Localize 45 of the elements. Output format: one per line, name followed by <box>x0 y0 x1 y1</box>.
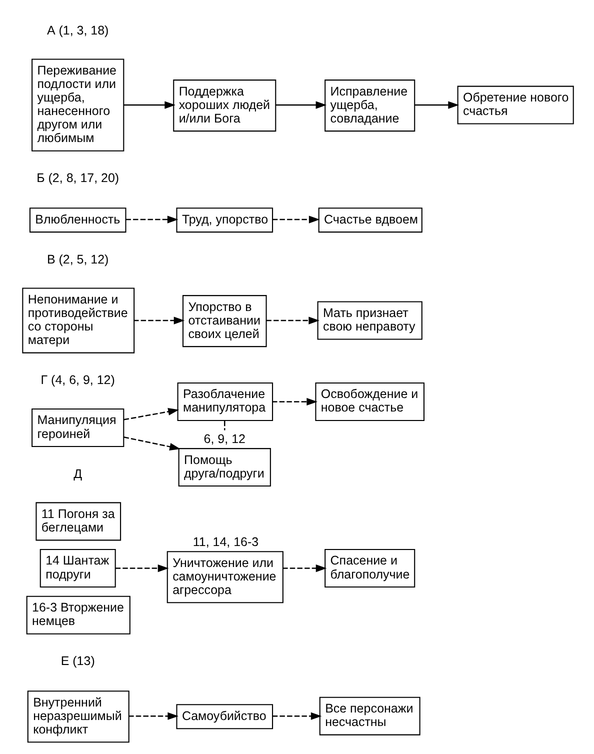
node-box: Исправление ущерба, совладание <box>324 80 415 132</box>
label: В (2, 5, 12) <box>46 252 108 266</box>
node-box: Упорство в отстаивании своих целей <box>182 295 266 348</box>
label: Б (2, 8, 17, 20) <box>36 171 119 186</box>
node-box: Непонимание и противодействие со стороны матери <box>22 288 134 354</box>
node-box: Влюбленность <box>28 208 126 233</box>
label: Г (4, 6, 9, 12) <box>40 373 114 388</box>
node-box: Мать признает свою неправоту <box>316 301 422 340</box>
node-box: Освобождение и новое счастье <box>314 382 424 421</box>
label: А (1, 3, 18) <box>46 23 108 38</box>
node-box: Внутренний неразрешимый конфликт <box>26 690 129 743</box>
node-label: 11, 14, 16-3 <box>192 535 258 549</box>
arrow <box>123 408 178 420</box>
node-box: Переживание подлости или ущерба, нанесенного другом или любимым <box>31 58 124 152</box>
arrow <box>282 564 326 572</box>
arrow <box>272 216 320 224</box>
node-label: 6, 9, 12 <box>203 432 245 446</box>
arrow <box>272 398 317 406</box>
node-box: Самоубийство <box>176 704 273 730</box>
label: Д <box>73 466 82 481</box>
arrow <box>133 316 184 324</box>
node-box: 14 Шантаж подруги <box>39 549 116 588</box>
label: Е (13) <box>60 654 94 668</box>
arrow <box>123 436 180 450</box>
arrow <box>128 712 178 720</box>
node-box: 11 Погоня за беглецами <box>35 502 121 541</box>
node-box: Все персонажи несчастны <box>318 696 420 736</box>
node-box: Поддержка хороших людей и/или Бога <box>172 80 276 132</box>
node-box: Спасение и благополучие <box>324 549 415 588</box>
arrow <box>125 216 178 224</box>
node-box: Помощь друга/подруги <box>178 448 270 487</box>
node-box: Труд, упорство <box>176 208 273 233</box>
node-box: Обретение нового счастья <box>456 86 574 124</box>
arrow <box>114 564 168 572</box>
node-box: Уничтожение или самоуничтожение агрессора <box>166 551 283 604</box>
arrow <box>275 101 326 109</box>
node-box: Счастье вдвоем <box>318 208 422 233</box>
node-box: Разоблачение манипулятора <box>176 382 273 421</box>
node-box: 16-3 Вторжение немцев <box>26 596 130 634</box>
node-box: Манипуляция героиней <box>31 408 124 447</box>
arrow <box>266 316 319 324</box>
arrow <box>272 712 322 720</box>
arrow <box>414 101 458 109</box>
arrow <box>123 101 175 109</box>
connector <box>224 420 225 430</box>
